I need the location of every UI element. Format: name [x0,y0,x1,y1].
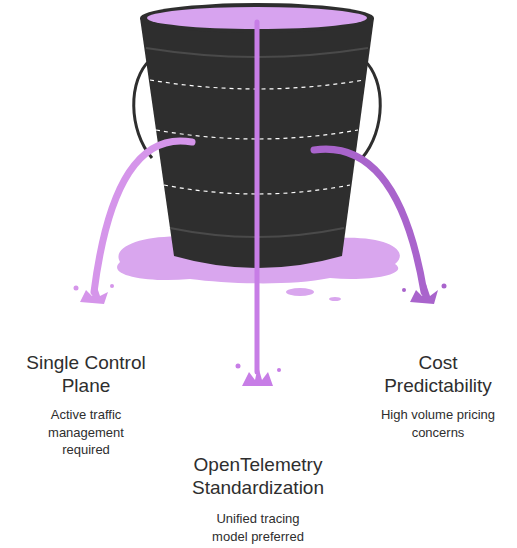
leak-stream [314,149,424,292]
drop [236,364,241,369]
drop [329,297,341,301]
leak-stream [94,141,192,292]
leak-note: Active traffic management required [26,406,146,459]
leak-heading: Single Control Plane [6,352,166,398]
splash [242,366,273,386]
leak-stream [255,22,260,372]
drop [286,288,314,296]
splash [80,284,108,304]
leak-heading: Cost Predictability [363,352,513,398]
drop [277,368,281,372]
drop [402,288,406,292]
leak-heading: OpenTelemetry Standardization [168,454,348,500]
drop [74,286,79,291]
drop [110,284,114,288]
splash [410,284,438,304]
leak-note: Unified tracing model preferred [198,510,318,545]
drop [442,284,447,289]
leak-note: High volume pricing concerns [368,406,508,441]
